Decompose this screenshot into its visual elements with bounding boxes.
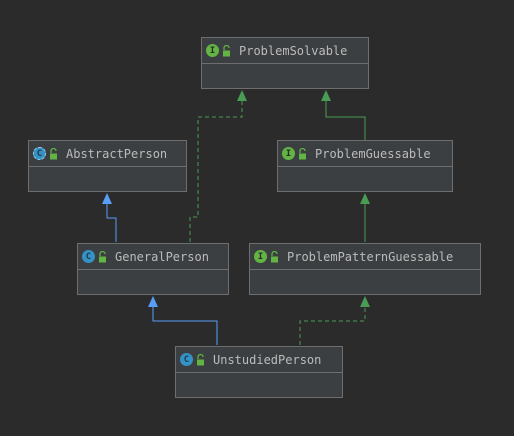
arrowhead-abstractperson xyxy=(102,193,112,204)
node-problem-guessable[interactable]: I ProblemGuessable xyxy=(277,140,453,192)
unlock-icon xyxy=(299,147,306,159)
node-header: I ProblemPatternGuessable xyxy=(250,244,480,270)
unlock-icon xyxy=(99,250,106,262)
edge-generalperson-to-problemsolvable xyxy=(189,100,243,242)
edge-problemguessable-to-problemsolvable xyxy=(325,100,366,140)
class-icon: C xyxy=(82,250,95,263)
node-header: I ProblemGuessable xyxy=(278,141,452,167)
unlock-icon xyxy=(50,147,57,159)
node-unstudied-person[interactable]: C UnstudiedPerson xyxy=(175,346,343,398)
unlock-icon xyxy=(197,353,204,365)
node-header: C AbstractPerson xyxy=(29,141,186,167)
node-header: C UnstudiedPerson xyxy=(176,347,342,373)
edge-generalperson-to-abstractperson xyxy=(106,204,117,242)
unlock-icon xyxy=(223,44,230,56)
arrowhead-problempatternguessable xyxy=(360,296,370,307)
interface-icon: I xyxy=(282,147,295,160)
interface-icon: I xyxy=(206,44,219,57)
arrowhead-generalperson xyxy=(148,296,158,307)
node-title: ProblemPatternGuessable xyxy=(287,249,454,264)
node-header: C GeneralPerson xyxy=(78,244,228,270)
node-title: AbstractPerson xyxy=(66,146,168,161)
edge-unstudiedperson-to-problempatternguessable xyxy=(299,307,366,345)
node-problem-solvable[interactable]: I ProblemSolvable xyxy=(201,37,369,89)
node-problem-pattern-guessable[interactable]: I ProblemPatternGuessable xyxy=(249,243,481,295)
arrowhead-problemsolvable-left xyxy=(237,90,247,101)
node-title: ProblemGuessable xyxy=(315,146,431,161)
node-abstract-person[interactable]: C AbstractPerson xyxy=(28,140,187,192)
abstract-class-icon: C xyxy=(33,147,46,160)
edge-unstudiedperson-to-generalperson xyxy=(152,307,218,345)
node-header: I ProblemSolvable xyxy=(202,38,368,64)
interface-icon: I xyxy=(254,250,267,263)
arrowhead-problemguessable xyxy=(360,193,370,204)
node-title: UnstudiedPerson xyxy=(213,352,322,367)
node-general-person[interactable]: C GeneralPerson xyxy=(77,243,229,295)
node-title: GeneralPerson xyxy=(115,249,209,264)
arrowhead-problemsolvable-right xyxy=(321,90,331,101)
class-icon: C xyxy=(180,353,193,366)
node-title: ProblemSolvable xyxy=(239,43,348,58)
unlock-icon xyxy=(271,250,278,262)
